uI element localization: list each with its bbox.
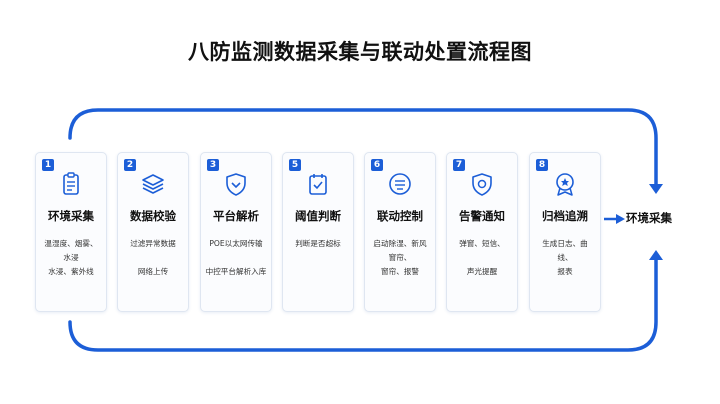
step-description: 生成日志、曲线、报表 (530, 237, 600, 279)
step-card-5: 6 联动控制启动除湿、新风窗帘、窗帘、报警 (364, 152, 436, 312)
step-number-badge: 6 (371, 159, 383, 171)
step-description-line: 水浸、紫外线 (48, 267, 94, 276)
step-description-line: POE以太网传输 (209, 239, 263, 248)
step-title: 联动控制 (377, 209, 423, 223)
step-description-line: 窗帘、报警 (381, 267, 419, 276)
shield-network-icon (223, 171, 249, 197)
step-description-line: 判断是否超标 (295, 239, 341, 248)
step-description-line: 中控平台解析入库 (205, 267, 267, 276)
step-description-line: 生成日志、曲 (542, 239, 588, 248)
archive-badge-icon (552, 171, 578, 197)
step-description-line (201, 251, 271, 265)
layers-icon (140, 171, 166, 197)
arrow-head-down (649, 184, 663, 194)
step-number-badge: 5 (289, 159, 301, 171)
step-card-2: 2 数据校验过滤异常数据 网络上传 (117, 152, 189, 312)
step-title: 平台解析 (213, 209, 259, 223)
step-description: 启动除湿、新风窗帘、窗帘、报警 (365, 237, 435, 279)
step-title: 阈值判断 (295, 209, 341, 223)
step-description-line: 线、 (557, 253, 573, 262)
step-description: 判断是否超标 (283, 237, 353, 251)
step-description: 弹窗、短信、 声光提醒 (447, 237, 517, 279)
step-number-badge: 1 (42, 159, 54, 171)
step-title: 告警通知 (459, 209, 505, 223)
bottom-loop-arrow (68, 256, 658, 352)
step-description: 过滤异常数据 网络上传 (118, 237, 188, 279)
step-description-line: 过滤异常数据 (130, 239, 176, 248)
step-card-6: 7 告警通知弹窗、短信、 声光提醒 (446, 152, 518, 312)
control-panel-icon (387, 171, 413, 197)
step-card-7: 8 归档追溯生成日志、曲线、报表 (529, 152, 601, 312)
step-description-line: 水浸 (63, 253, 79, 262)
alert-shield-icon (469, 171, 495, 197)
step-description-line (118, 251, 188, 265)
clipboard-icon (58, 171, 84, 197)
diagram-title: 八防监测数据采集与联动处置流程图 (188, 40, 532, 64)
step-title: 归档追溯 (542, 209, 588, 223)
arrow-head-up (649, 250, 663, 260)
step-card-1: 1 环境采集温湿度、烟雾、水浸水浸、紫外线 (35, 152, 107, 312)
end-arrow-head (616, 214, 625, 224)
step-description-line: 报表 (557, 267, 573, 276)
step-description-line: 温湿度、烟雾、 (44, 239, 98, 248)
end-label: 环境采集 (626, 211, 672, 225)
step-title: 数据校验 (130, 209, 176, 223)
step-card-4: 5 阈值判断判断是否超标 (282, 152, 354, 312)
step-number-badge: 7 (453, 159, 465, 171)
step-card-3: 3 平台解析 POE以太网传输 中控平台解析入库 (200, 152, 272, 312)
step-description: POE以太网传输 中控平台解析入库 (201, 237, 271, 279)
step-description-line (447, 251, 517, 265)
step-title: 环境采集 (48, 209, 94, 223)
step-number-badge: 8 (536, 159, 548, 171)
step-description-line: 网络上传 (137, 267, 169, 276)
checklist-icon (305, 171, 331, 197)
step-description-line: 声光提醒 (466, 267, 498, 276)
step-description: 温湿度、烟雾、水浸水浸、紫外线 (36, 237, 106, 279)
step-number-badge: 3 (207, 159, 219, 171)
step-description-line: 启动除湿、新风 (373, 239, 427, 248)
step-description-line: 窗帘、 (388, 253, 412, 262)
top-loop-arrow (68, 108, 658, 188)
step-description-line: 弹窗、短信、 (459, 239, 505, 248)
step-number-badge: 2 (124, 159, 136, 171)
